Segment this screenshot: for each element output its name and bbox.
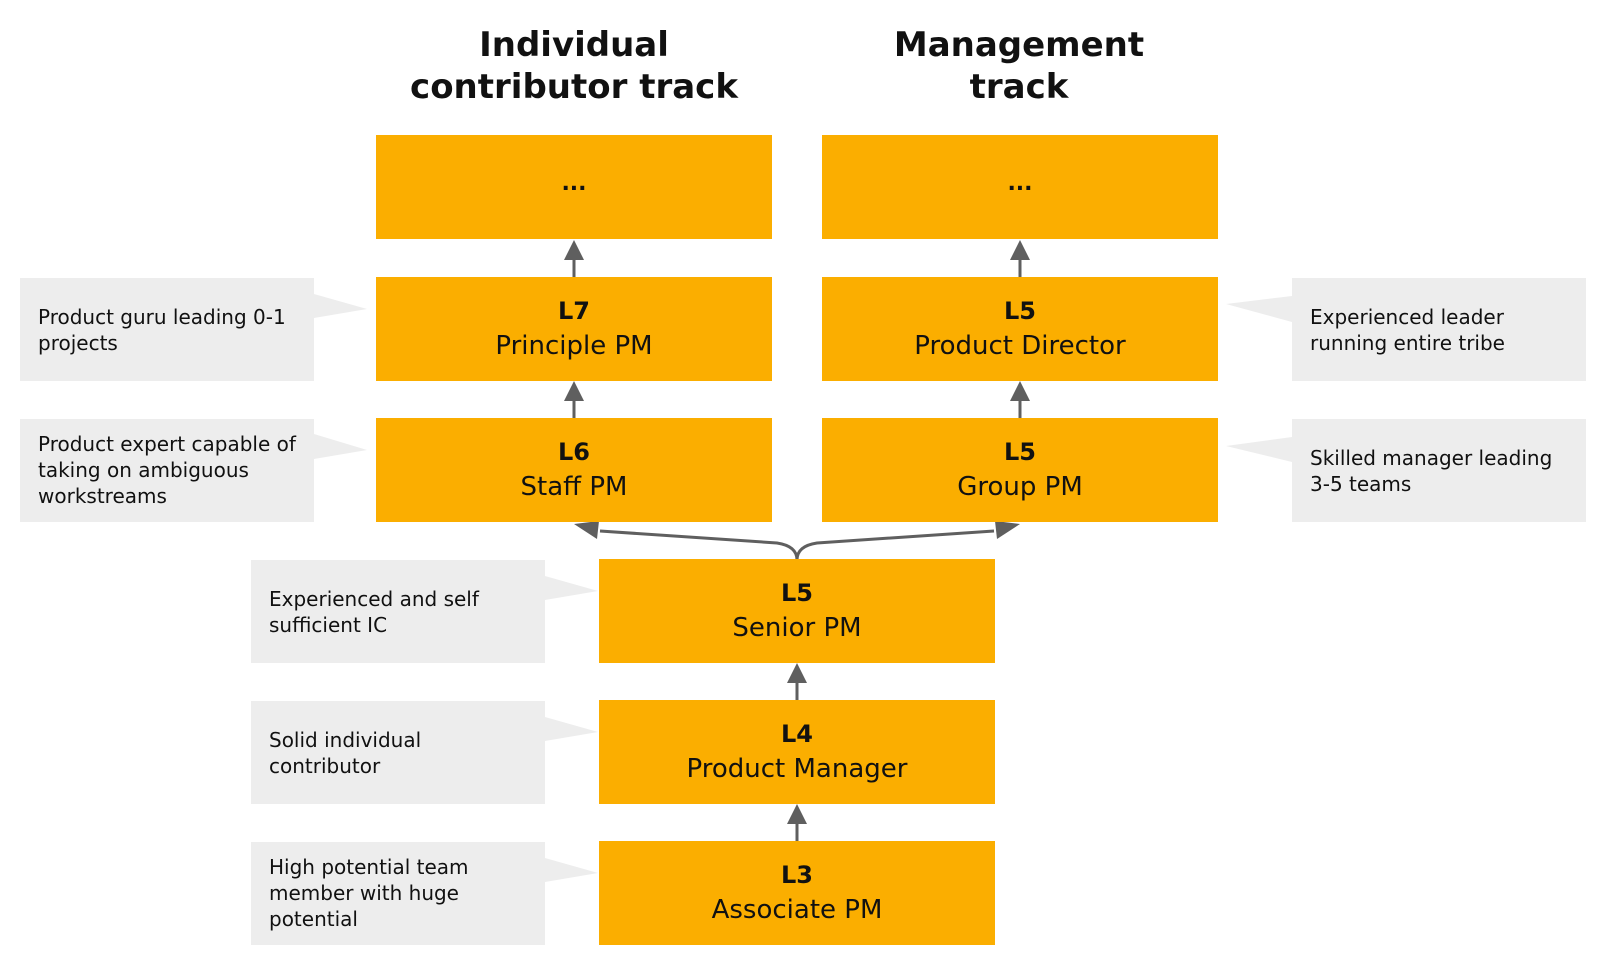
callout-group-pm: Skilled manager leading 3-5 teams [1310, 446, 1553, 496]
arrow-l7-to-ic-top [564, 240, 584, 278]
callout-staff-pm: Product expert capable of taking on ambi… [38, 432, 296, 508]
callout-senior-pm: Experienced and self sufficient IC [269, 587, 479, 637]
arrow-l6-to-l7 [564, 381, 584, 419]
principle-pm-box: L7 Principle PM [376, 277, 772, 381]
callout-shape-l7 [20, 278, 367, 381]
arrow-senior-to-staff [574, 521, 799, 561]
callout-product-manager: Solid individual contributor [269, 728, 422, 778]
level-label: L7 [558, 297, 590, 325]
role-label: Product Manager [686, 754, 908, 784]
role-label: Group PM [957, 472, 1083, 502]
callout-shape-senior [251, 560, 598, 663]
callout-associate-pm: High potential team member with huge pot… [269, 855, 469, 931]
arrow-pm-to-senior [787, 663, 807, 701]
role-label: Associate PM [711, 895, 883, 925]
level-label: L5 [781, 579, 813, 607]
mgmt-top-box: ... [822, 135, 1218, 239]
callout-shape-group [1226, 419, 1586, 522]
ic-top-box: ... [376, 135, 772, 239]
arrow-group-to-director [1010, 381, 1030, 419]
callout-shape-l6 [20, 419, 367, 522]
level-label: L3 [781, 861, 813, 889]
associate-pm-box: L3 Associate PM [599, 841, 995, 945]
callout-shape-apm [251, 842, 598, 945]
arrow-apm-to-pm [787, 804, 807, 842]
callout-shape-pm [251, 701, 598, 804]
level-label: L4 [781, 720, 813, 748]
role-label: Principle PM [495, 331, 653, 361]
product-director-box: L5 Product Director [822, 277, 1218, 381]
role-label: Product Director [914, 331, 1126, 361]
group-pm-box: L5 Group PM [822, 418, 1218, 522]
callout-product-director: Experienced leader running entire tribe [1310, 305, 1505, 355]
arrow-senior-to-group [795, 521, 1020, 561]
level-label: L5 [1004, 438, 1036, 466]
callout-principle-pm: Product guru leading 0-1 projects [38, 305, 286, 355]
staff-pm-box: L6 Staff PM [376, 418, 772, 522]
product-manager-box: L4 Product Manager [599, 700, 995, 804]
ic-top-ellipsis: ... [561, 171, 587, 196]
mgmt-top-ellipsis: ... [1007, 171, 1033, 196]
role-label: Senior PM [732, 613, 862, 643]
level-label: L5 [1004, 297, 1036, 325]
management-track-title: Management track [893, 25, 1145, 107]
level-label: L6 [558, 438, 590, 466]
senior-pm-box: L5 Senior PM [599, 559, 995, 663]
callout-shape-director [1226, 278, 1586, 381]
ic-track-title: Individual contributor track [410, 25, 738, 107]
arrow-director-to-mgmt-top [1010, 240, 1030, 278]
role-label: Staff PM [520, 472, 628, 502]
